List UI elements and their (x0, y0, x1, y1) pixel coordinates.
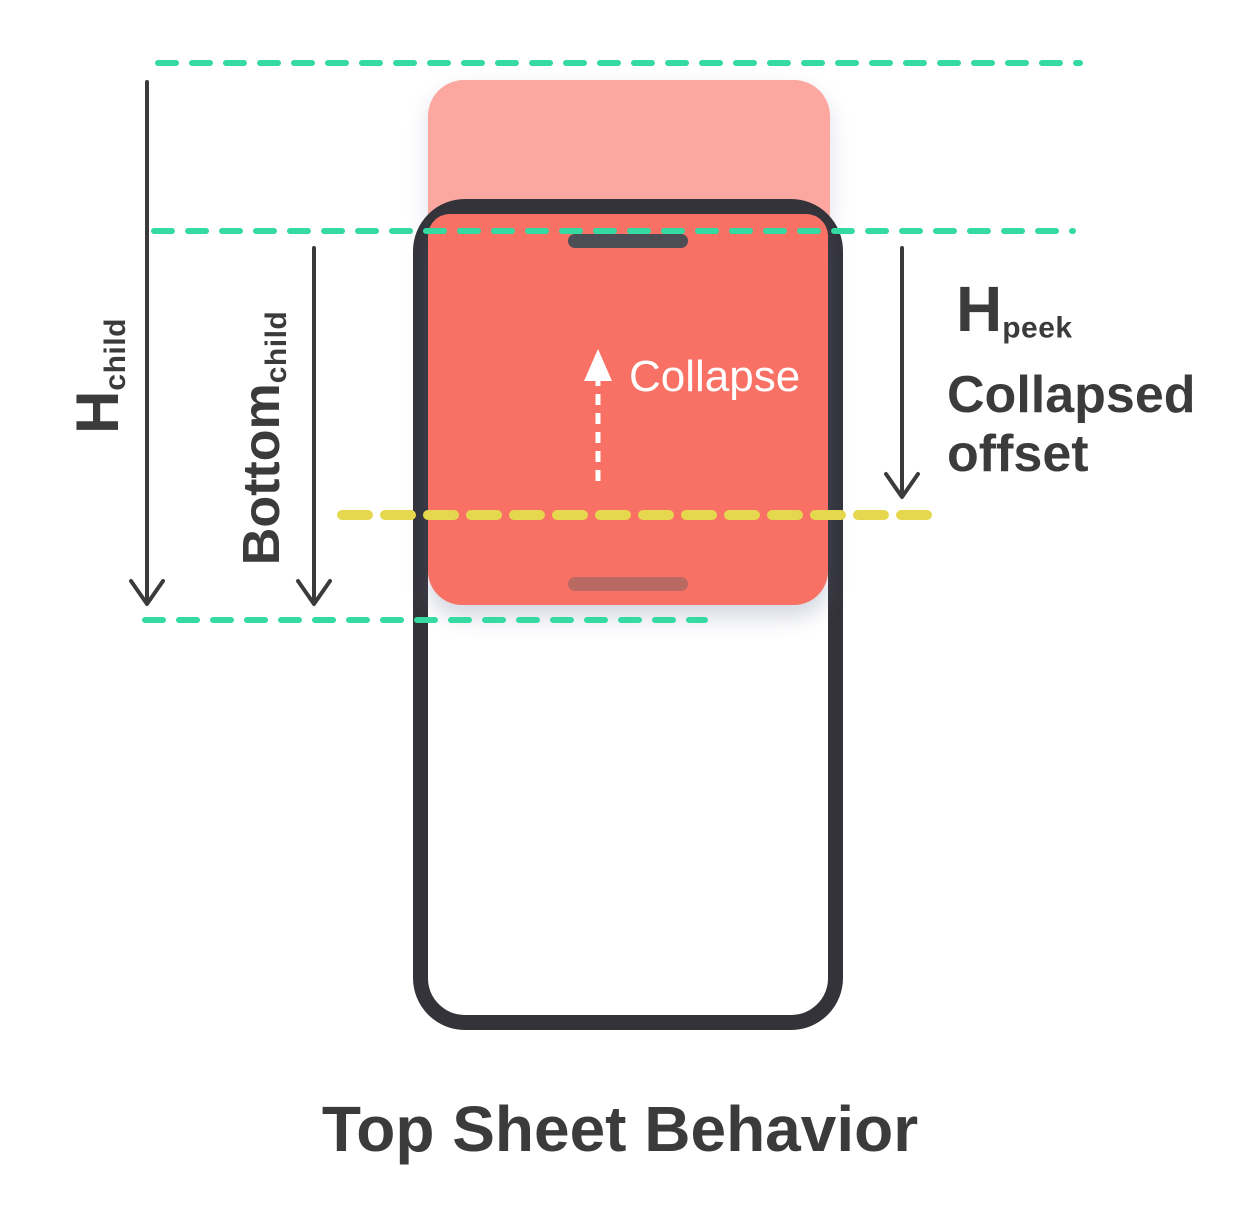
top-sheet (428, 214, 828, 605)
h-peek-subscript: peek (1002, 311, 1073, 345)
h-peek-label: Hpeek (956, 272, 1073, 346)
bottom-child-label: Bottomchild (232, 311, 294, 565)
collapsed-offset-label: Collapsed offset (947, 366, 1196, 483)
h-child-subscript: child (98, 318, 132, 391)
h-child-arrow (129, 80, 165, 606)
bottom-child-arrow (296, 246, 332, 606)
expanded-sheet-ghost (428, 80, 830, 216)
h-peek-symbol: H (956, 273, 1003, 345)
collapse-label: Collapse (629, 352, 801, 401)
sheet-top-handle-icon (568, 234, 688, 248)
h-peek-arrow (884, 246, 920, 499)
h-child-label: Hchild (63, 318, 133, 434)
diagram-title: Top Sheet Behavior (321, 1093, 919, 1165)
sheet-bottom-handle-icon (568, 577, 688, 591)
h-child-symbol: H (64, 390, 132, 434)
bottom-child-subscript: child (259, 310, 293, 384)
bottom-child-symbol: Bottom (233, 383, 292, 566)
